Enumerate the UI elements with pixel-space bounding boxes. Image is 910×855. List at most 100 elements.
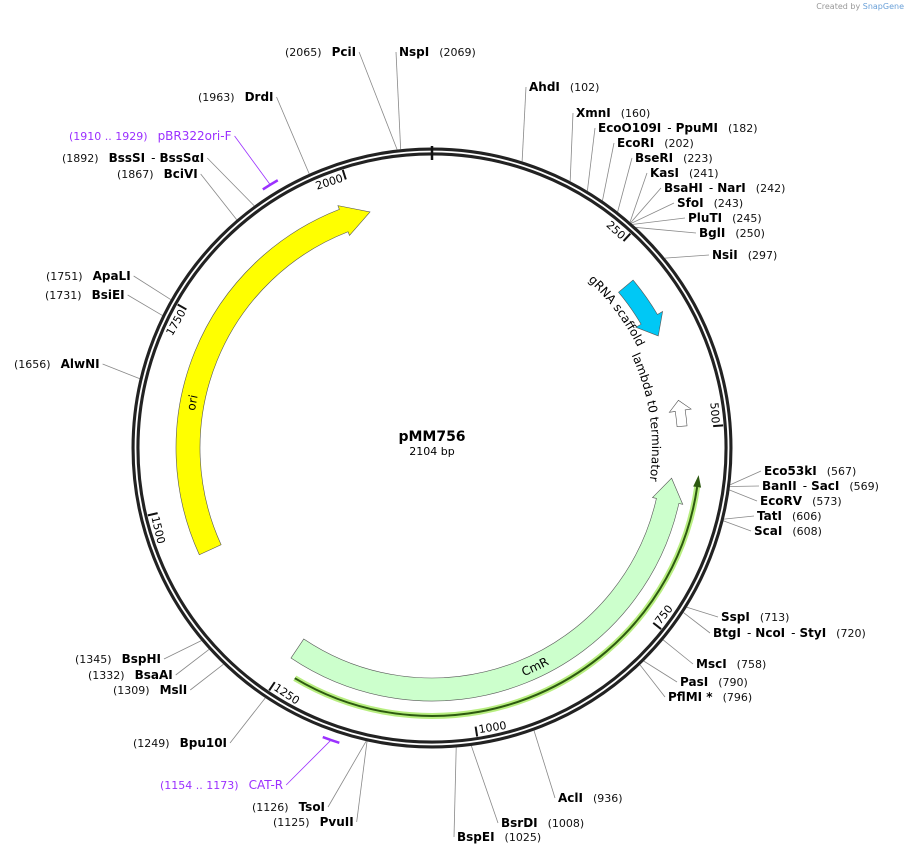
feature-label-lambda-t0-terminator[interactable]: lambda t0 terminator (629, 351, 663, 483)
enzyme-site-label[interactable]: SspI(713) (721, 610, 789, 624)
primer-leader-line (285, 739, 332, 786)
enzyme-site-label[interactable]: (1332)BsaAI (88, 668, 173, 682)
cmr-cds-line[interactable] (294, 486, 699, 717)
enzyme-position: (250) (735, 227, 765, 240)
enzyme-position: (1867) (117, 168, 154, 181)
primer-pbr322ori-f-mark[interactable] (262, 179, 279, 191)
enzyme-site-label[interactable]: Eco53kI(567) (764, 464, 856, 478)
enzyme-position: (1126) (252, 801, 289, 814)
enzyme-name: XmnI (576, 106, 611, 120)
enzyme-position: (1332) (88, 669, 125, 682)
enzyme-site-label[interactable]: NsiI(297) (712, 248, 777, 262)
enzyme-site-label[interactable]: AclI(936) (558, 791, 623, 805)
enzyme-name: PpuMI (676, 121, 718, 135)
enzyme-site-label[interactable]: MscI(758) (696, 657, 766, 671)
enzyme-site-label[interactable]: BtgI-NcoI-StyI(720) (713, 626, 866, 640)
enzyme-site-label[interactable]: (1345)BspHI (75, 652, 161, 666)
feature-cmr-arrow[interactable] (290, 477, 684, 702)
enzyme-separator: - (151, 151, 155, 165)
tick-mark (147, 512, 158, 517)
enzyme-site-label[interactable]: XmnI(160) (576, 106, 650, 120)
enzyme-site-label[interactable]: (1892)BssSI-BssSαI (62, 151, 204, 165)
primer-range: (1910 .. 1929) (69, 130, 148, 143)
leader-line (723, 515, 755, 520)
enzyme-site-label[interactable]: TatI(606) (757, 509, 822, 523)
leader-line (358, 51, 398, 150)
enzyme-site-label[interactable]: EcoRV(573) (760, 494, 842, 508)
enzyme-position: (102) (570, 81, 600, 94)
enzyme-site-label[interactable]: PasI(790) (680, 675, 748, 689)
enzyme-position: (1309) (113, 684, 150, 697)
enzyme-position: (758) (737, 658, 767, 671)
enzyme-site-label[interactable]: (1731) BsiEI (45, 288, 125, 302)
enzyme-site-label[interactable]: (1126)TsoI (252, 800, 325, 814)
leader-line (569, 112, 574, 182)
leader-line (276, 96, 310, 174)
enzyme-name: BsrDI (501, 816, 538, 830)
enzyme-position: (1731) (45, 289, 82, 302)
enzyme-name: PluTI (688, 211, 722, 225)
enzyme-site-label[interactable]: (1751)ApaLI (46, 269, 131, 283)
enzyme-separator: - (803, 479, 807, 493)
feature-label-lambda-t0-terminator-text: lambda t0 terminator (629, 351, 663, 483)
leader-line (683, 612, 711, 634)
leader-line (587, 127, 596, 191)
leader-line (470, 745, 499, 824)
enzyme-name: BssSI (109, 151, 146, 165)
enzyme-site-label[interactable]: (1963)DrdI (198, 90, 274, 104)
enzyme-site-label[interactable]: (2065)PciI (285, 45, 356, 59)
enzyme-site-label[interactable]: BanII-SacI(569) (762, 479, 879, 493)
leader-line (730, 470, 762, 486)
primer-range: (1154 .. 1173) (160, 779, 239, 792)
enzyme-name: BsiEI (92, 288, 125, 302)
enzyme-site-label[interactable]: BsaHI-NarI(242) (664, 181, 785, 195)
enzyme-site-label[interactable]: BseRI(223) (635, 151, 713, 165)
enzyme-site-label[interactable]: PluTI(245) (688, 211, 762, 225)
leader-line (521, 86, 527, 162)
enzyme-position: (573) (812, 495, 842, 508)
enzyme-position: (720) (836, 627, 866, 640)
enzyme-name: NcoI (755, 626, 785, 640)
plasmid-name: pMM756 (398, 429, 465, 445)
leader-line (636, 227, 697, 234)
primer-label[interactable]: (1910 .. 1929)pBR322ori-F (69, 129, 232, 143)
enzyme-site-label[interactable]: AhdI(102) (529, 80, 599, 94)
enzyme-site-label[interactable]: BspEI(1025) (457, 830, 541, 844)
enzyme-site-label[interactable]: (1125)PvuII (273, 815, 354, 829)
enzyme-leader-lines (102, 51, 762, 838)
enzyme-name: StyI (800, 626, 827, 640)
primer-label[interactable]: (1154 .. 1173)CAT-R (160, 778, 283, 792)
enzyme-position: (182) (728, 122, 758, 135)
leader-line (643, 660, 678, 683)
feature-label-ori[interactable]: ori (184, 393, 201, 411)
enzyme-name: BciVI (164, 167, 198, 181)
enzyme-site-label[interactable]: BglI(250) (699, 226, 765, 240)
leader-line (632, 217, 686, 225)
watermark-prefix: Created by (816, 2, 861, 11)
enzyme-site-label[interactable]: EcoO109I-PpuMI(182) (598, 121, 758, 135)
leader-line (662, 639, 694, 665)
enzyme-name: Bpu10I (180, 736, 227, 750)
feature-terminator-arrow[interactable] (668, 399, 692, 428)
feature-ori-arrow[interactable] (175, 205, 371, 556)
leader-line (133, 275, 171, 300)
enzyme-site-label[interactable]: BsrDI(1008) (501, 816, 584, 830)
enzyme-name: BtgI (713, 626, 741, 640)
enzyme-site-label[interactable]: EcoRI(202) (617, 136, 694, 150)
leader-line (163, 640, 202, 660)
enzyme-site-label[interactable]: (1249)Bpu10I (133, 736, 227, 750)
enzyme-position: (567) (827, 465, 857, 478)
feature-grna-scaffold-arrow[interactable] (618, 279, 664, 337)
leader-line (395, 51, 402, 150)
enzyme-site-label[interactable]: KasI(241) (650, 166, 719, 180)
enzyme-site-label[interactable]: (1656)AlwNI (14, 357, 100, 371)
enzyme-site-label[interactable]: (1867) BciVI (117, 167, 198, 181)
enzyme-site-label[interactable]: PflMI *(796) (668, 690, 752, 704)
enzyme-position: (608) (792, 525, 822, 538)
primer-cat-r-mark[interactable] (322, 735, 340, 744)
enzyme-site-label[interactable]: (1309)MslI (113, 683, 187, 697)
tick-label: 1500 (148, 515, 167, 545)
enzyme-site-label[interactable]: SfoI(243) (677, 196, 743, 210)
enzyme-site-label[interactable]: ScaI(608) (754, 524, 822, 538)
enzyme-site-label[interactable]: NspI(2069) (399, 45, 476, 59)
